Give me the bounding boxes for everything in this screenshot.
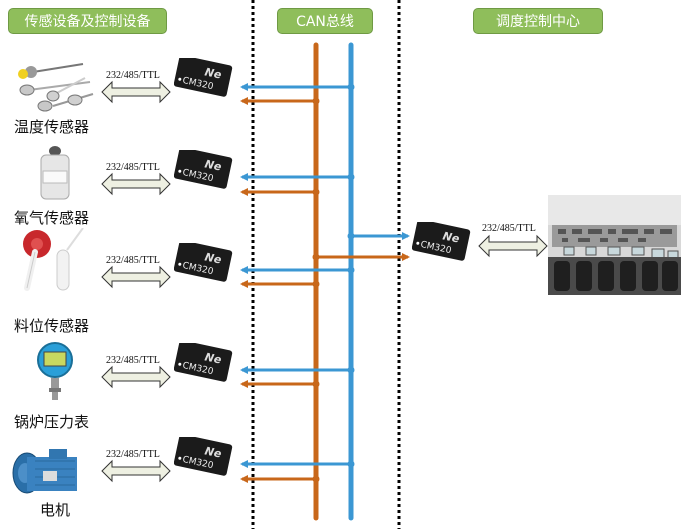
svg-text:Ne: Ne [204,350,224,366]
svg-text:Ne: Ne [204,250,224,266]
bus-junction [312,97,320,105]
bus-junction [312,380,320,388]
bus-junction [347,173,355,181]
bus-junction [312,475,320,483]
device-label: 料位传感器 [14,317,90,335]
header-sensors-devices: 传感设备及控制设备 [8,8,167,34]
bidirectional-arrow [101,459,171,483]
protocol-label-control-center: 232/485/TTL [482,223,536,234]
svg-text:Ne: Ne [204,157,224,173]
bus-junction [347,460,355,468]
svg-text:Ne: Ne [204,65,224,81]
oxygen-sensor-icon [5,145,95,210]
bus-junction [312,253,320,261]
protocol-label: 232/485/TTL [106,449,160,460]
protocol-label: 232/485/TTL [106,70,160,81]
device-label: 锅炉压力表 [14,413,90,431]
protocol-label: 232/485/TTL [106,355,160,366]
header-can-bus: CAN总线 [277,8,373,34]
cm320-module-control-center: Ne CM320 [412,222,471,261]
control-room-photo [548,195,681,295]
protocol-label: 232/485/TTL [106,255,160,266]
header-control-center: 调度控制中心 [473,8,603,34]
bidirectional-arrow [101,172,171,196]
device-label: 温度传感器 [14,118,90,136]
bus-junction [312,188,320,196]
bidirectional-arrow [101,365,171,389]
bidirectional-arrow [101,265,171,289]
temperature-sensor-icon [5,60,95,125]
svg-text:Ne: Ne [204,444,224,460]
protocol-label: 232/485/TTL [106,162,160,173]
bidirectional-arrow [101,80,171,104]
bus-junction [347,83,355,91]
pressure-gauge-icon [5,340,95,405]
device-label: 氧气传感器 [14,209,90,227]
device-label: 电机 [40,501,71,519]
bus-junction [347,266,355,274]
level-sensor-icon [5,228,95,293]
motor-icon [5,447,95,512]
bus-junction [347,366,355,374]
bidirectional-arrow-control-center [478,234,548,258]
svg-text:Ne: Ne [442,229,462,245]
bus-junction [312,280,320,288]
bus-junction [347,232,355,240]
